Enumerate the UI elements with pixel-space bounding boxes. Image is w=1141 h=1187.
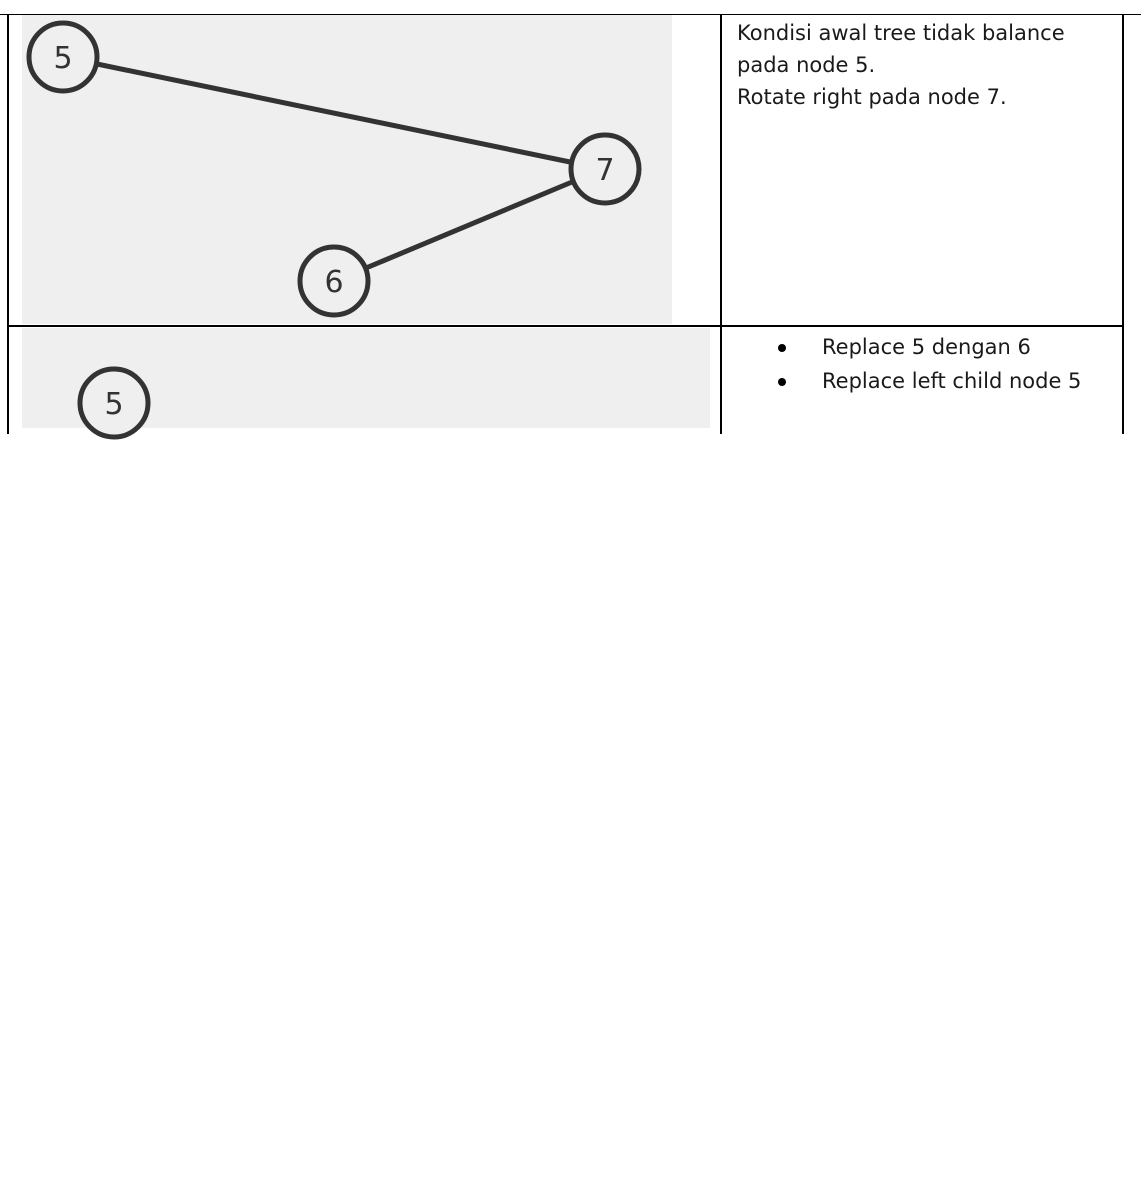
description-line: pada node 5. [737,53,876,77]
tree-node-7: 7 [568,132,642,206]
column-divider [720,14,722,434]
bullet-icon [778,344,786,352]
tree-node-5: 5 [26,20,100,94]
bullet-icon [778,378,786,386]
tree-node-6: 6 [297,244,371,318]
description-line: Kondisi awal tree tidak balance [737,21,1065,45]
tree-node-7-label: 7 [595,153,614,188]
tree-edge-7-6 [365,179,573,271]
description-line: Rotate right pada node 7. [737,85,1007,109]
tree-node-5-label: 5 [53,41,72,76]
row-divider [7,325,1124,327]
row2-steps-list: Replace 5 dengan 6 Replace left child no… [778,330,1082,398]
tree-diagrams: 5 7 6 5 [26,20,642,440]
tree-node-6-label: 6 [324,265,343,300]
table-frame [7,14,1124,434]
tree-edge-5-7 [96,61,571,165]
step-item: Replace 5 dengan 6 [778,330,1081,364]
step-item: Replace left child node 5 [778,364,1082,398]
document-viewport: 5 7 6 5 Kondisi awal tree tidak balance … [0,0,1141,440]
tree-node-5-row2: 5 [77,366,151,440]
row1-description: Kondisi awal tree tidak balance pada nod… [737,17,1117,113]
top-rule [0,14,1141,15]
step-text: Replace left child node 5 [822,369,1082,393]
tree-node-5-row2-label: 5 [104,387,123,422]
step-text: Replace 5 dengan 6 [822,335,1031,359]
